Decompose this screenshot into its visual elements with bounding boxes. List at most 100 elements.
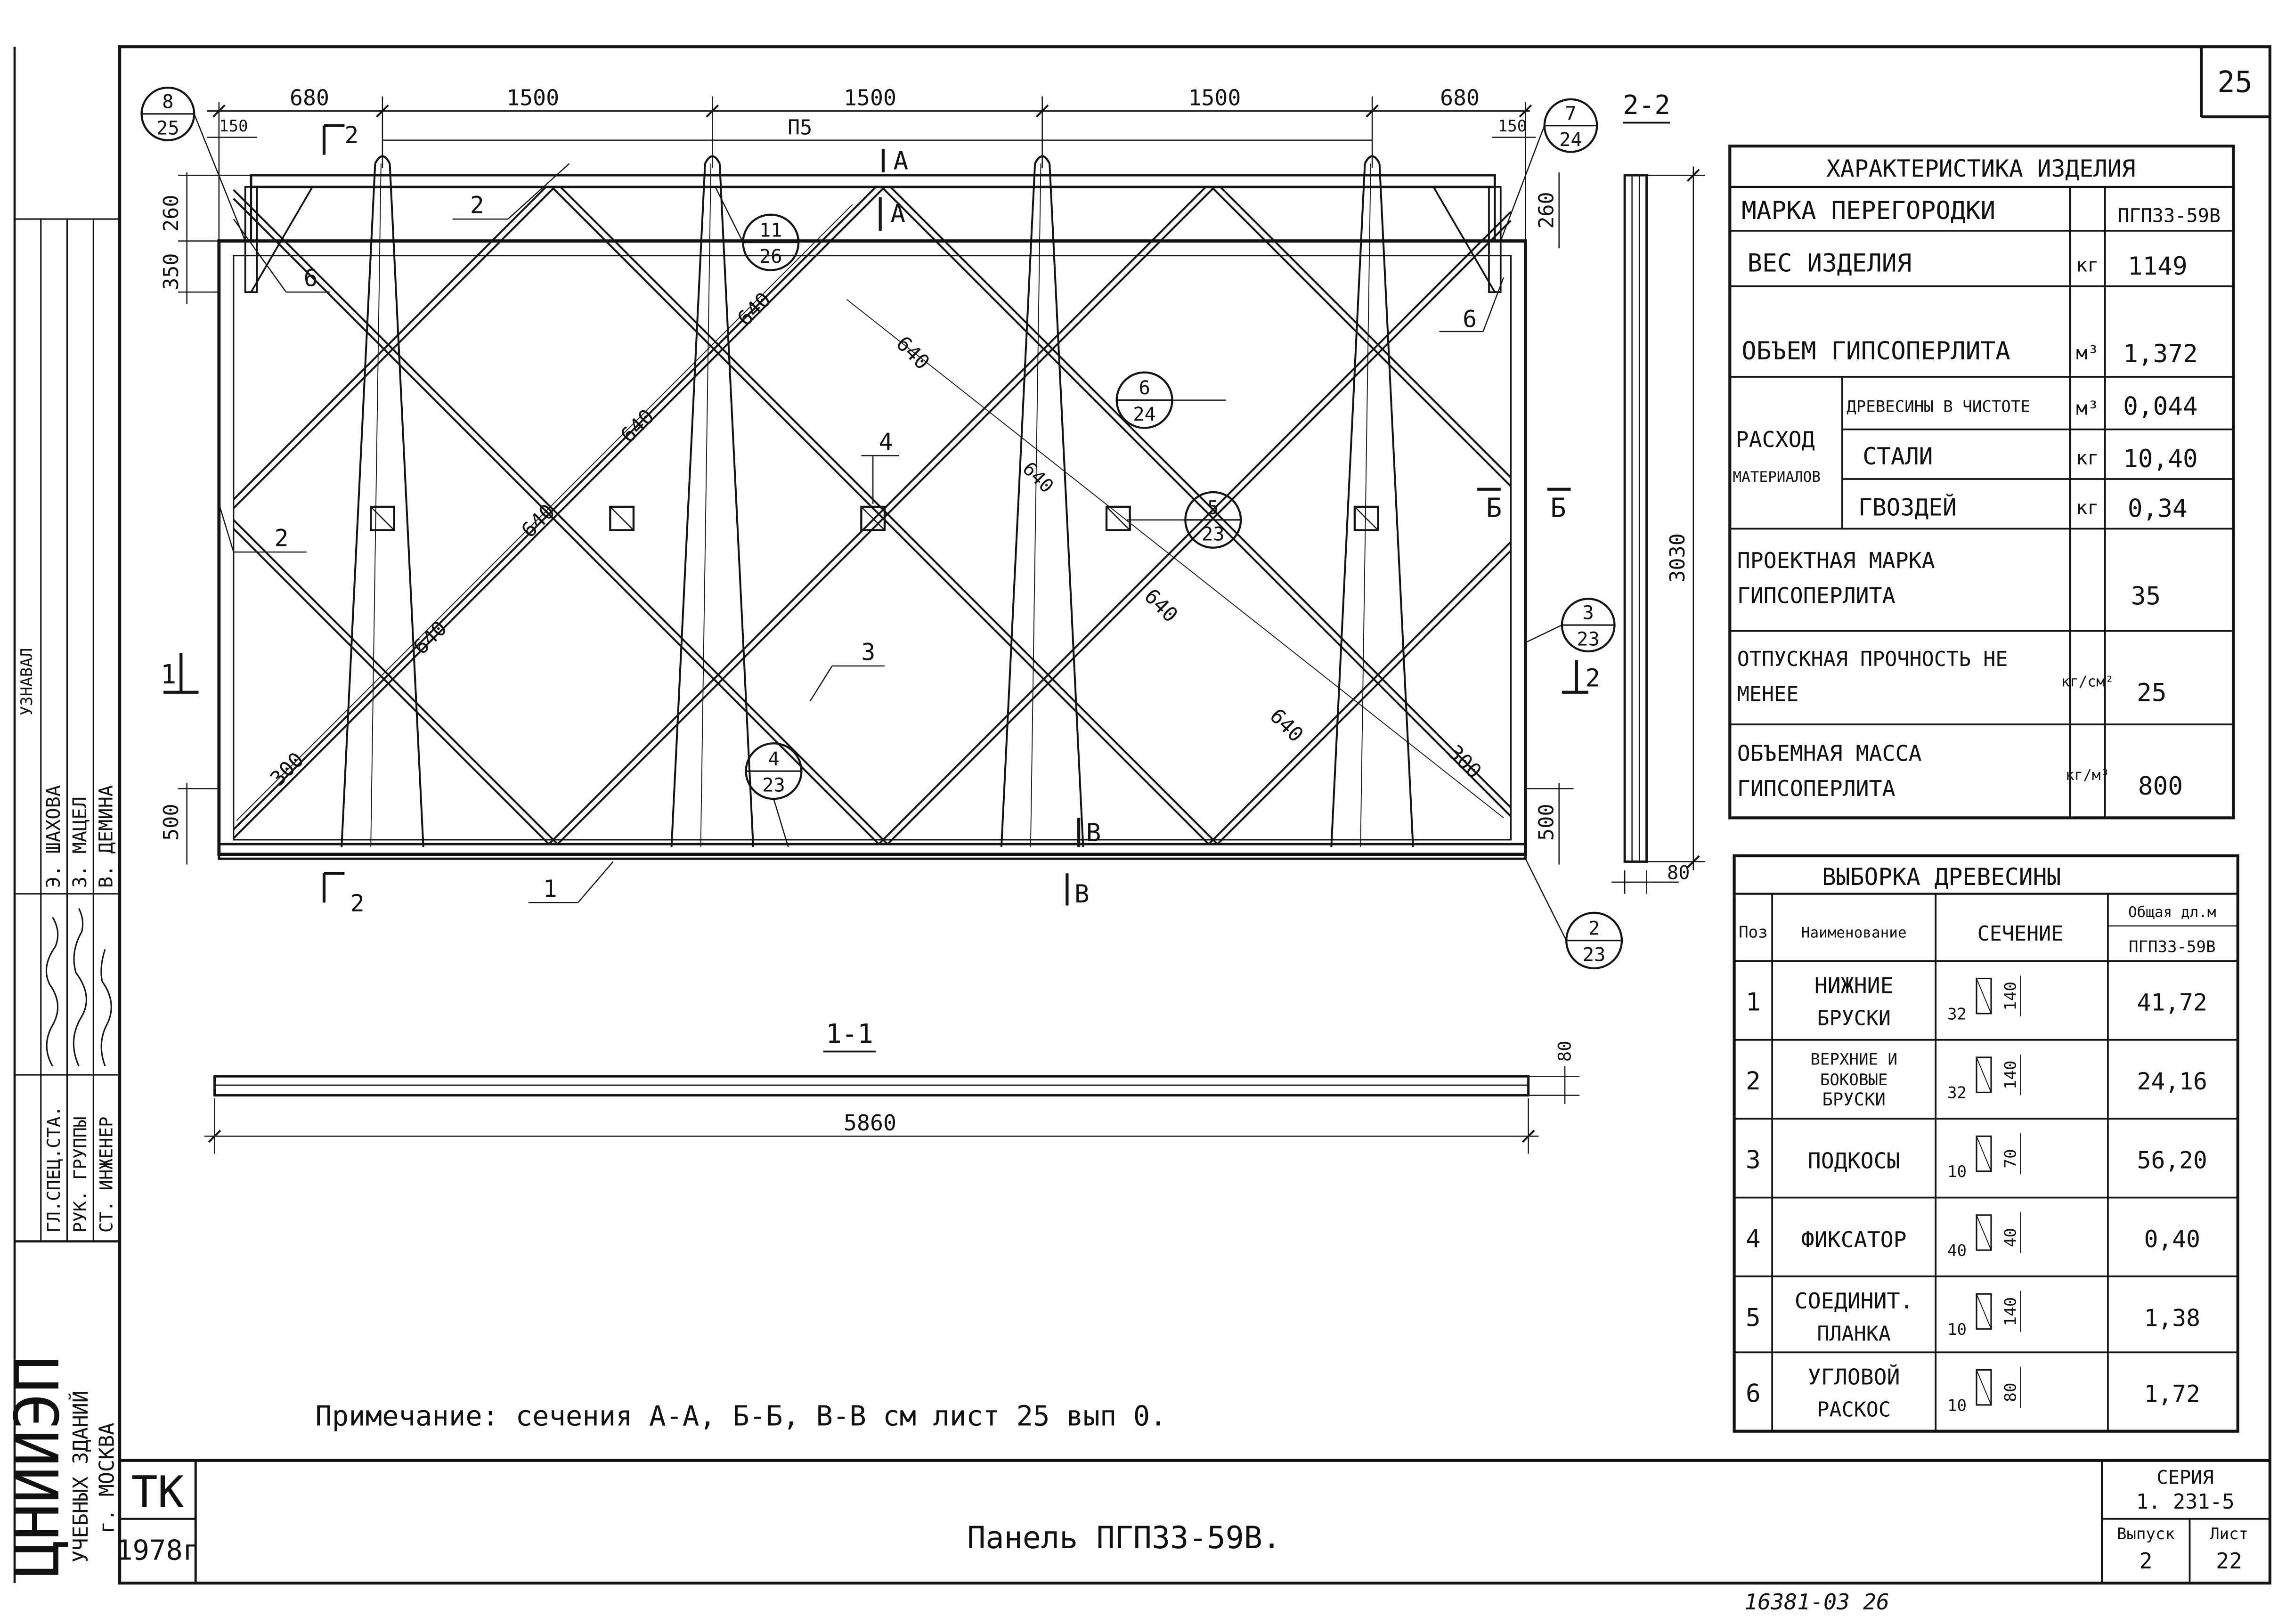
- dim-left-260: 260: [160, 195, 183, 232]
- callout-3-23: 3 23: [1525, 598, 1616, 653]
- timber-name-1: УГЛОВОЙ: [1808, 1364, 1900, 1389]
- pos-label-3: 3: [861, 639, 875, 666]
- timber-section-width: 32: [1947, 1084, 1967, 1103]
- pos-label-2-left: 2: [275, 525, 289, 552]
- section-2-marker-right: 2: [1585, 664, 1600, 692]
- timber-section-width: 32: [1947, 1005, 1967, 1023]
- section-B-right: Б: [1550, 493, 1566, 524]
- svg-text:кг: кг: [2076, 496, 2099, 519]
- svg-text:23: 23: [1577, 628, 1600, 650]
- left-strip: УЗНАВАЛ ГЛ.СПЕЦ.СТА. РУК. ГРУППЫ СТ. ИНЖ…: [1, 47, 121, 1583]
- timber-section-width: 10: [1947, 1320, 1967, 1339]
- pos-label-6-right: 6: [1463, 306, 1477, 333]
- diag-dim-5: 640: [891, 332, 934, 374]
- diag-dim-6: 640: [1018, 457, 1058, 497]
- svg-text:24: 24: [1559, 129, 1582, 151]
- role-2: РУК. ГРУППЫ: [70, 1117, 90, 1233]
- dim-150-right: 150: [1498, 117, 1527, 136]
- timber-section-width: 10: [1947, 1162, 1967, 1181]
- diag-dim-8: 640: [1265, 704, 1308, 747]
- panel-plan: 680 1500 1500 1500 680 150 150 П5 260 35…: [140, 85, 1623, 969]
- svg-text:м³: м³: [2076, 342, 2099, 364]
- svg-text:ПГП33-59В: ПГП33-59В: [2129, 938, 2216, 957]
- svg-text:ДРЕВЕСИНЫ В ЧИСТОТЕ: ДРЕВЕСИНЫ В ЧИСТОТЕ: [1847, 397, 2030, 416]
- timber-name-2: БОКОВЫЕ: [1820, 1071, 1888, 1089]
- dim-top-680-left: 680: [290, 85, 329, 110]
- dim-right-500: 500: [1535, 804, 1558, 841]
- timber-name-1: СОЕДИНИТ.: [1795, 1288, 1913, 1314]
- svg-text:7: 7: [1565, 102, 1576, 124]
- svg-text:Поз: Поз: [1739, 923, 1768, 942]
- timber-pos: 6: [1746, 1380, 1761, 1408]
- signature-2: [73, 908, 87, 1067]
- hanger-rods: [341, 155, 1414, 847]
- timber-name-1: ФИКСАТОР: [1801, 1227, 1907, 1252]
- timber-name-2: РАСКОС: [1817, 1398, 1891, 1422]
- diag-dim-4: 640: [409, 617, 452, 659]
- issue-label: Выпуск: [2117, 1525, 2175, 1543]
- svg-text:ГВОЗДЕЙ: ГВОЗДЕЙ: [1858, 494, 1957, 521]
- svg-text:кг: кг: [2076, 254, 2099, 276]
- timber-pos: 3: [1746, 1146, 1761, 1175]
- dim-top-1500-c: 1500: [1188, 85, 1241, 110]
- institute-sub-2: г. МОСКВА: [96, 1423, 119, 1534]
- issue-number: 2: [2140, 1548, 2153, 1574]
- role-1: ГЛ.СПЕЦ.СТА.: [43, 1106, 64, 1233]
- callout-11-26: 11 26: [715, 187, 800, 271]
- timber-name-1: НИЖНИЕ: [1814, 973, 1894, 998]
- section-1-1-length: 5860: [844, 1110, 896, 1136]
- callout-2-23: 2 23: [1525, 858, 1623, 969]
- callout-8-25: 8 25: [140, 86, 246, 242]
- timber-section-height: 70: [2001, 1149, 2020, 1169]
- svg-text:м³: м³: [2076, 398, 2099, 420]
- sheet-number: 22: [2216, 1548, 2242, 1574]
- svg-text:5: 5: [1207, 496, 1219, 519]
- sheet-label: Лист: [2210, 1525, 2248, 1543]
- timber-section-height: 80: [2001, 1383, 2020, 1402]
- timber-length: 1,38: [2144, 1304, 2200, 1332]
- timber-name-1: ПОДКОСЫ: [1808, 1148, 1900, 1174]
- dim-hanger-span: П5: [788, 116, 812, 139]
- characteristics-table: ХАРАКТЕРИСТИКА ИЗДЕЛИЯ МАРКА ПЕРЕГОРОДКИ…: [1728, 144, 2235, 820]
- drawing-title: Панель ПГП33-59В.: [967, 1520, 1281, 1556]
- svg-text:23: 23: [1202, 523, 1225, 545]
- dim-top-1500-b: 1500: [844, 85, 896, 110]
- dim-top-680-right: 680: [1440, 85, 1480, 110]
- svg-text:1149: 1149: [2128, 252, 2188, 281]
- svg-text:6: 6: [1139, 377, 1150, 399]
- top-strip-text: УЗНАВАЛ: [17, 648, 36, 716]
- timber-pos: 4: [1746, 1225, 1761, 1253]
- timber-name-1: ВЕРХНИЕ И: [1810, 1050, 1897, 1069]
- svg-text:23: 23: [762, 774, 785, 796]
- org-code: ТК: [131, 1467, 184, 1518]
- institute-name: ЦНИИЭП: [1, 1356, 73, 1577]
- callout-5-23: 5 23: [1127, 491, 1242, 549]
- svg-text:кг/см²: кг/см²: [2061, 673, 2114, 690]
- series-number: 1. 231-5: [2136, 1490, 2235, 1514]
- dim-right-260: 260: [1535, 192, 1558, 228]
- institute-sub-1: УЧЕБНЫХ ЗДАНИЙ: [69, 1390, 93, 1563]
- svg-text:1,372: 1,372: [2123, 340, 2198, 368]
- dim-top-1500-a: 1500: [506, 85, 559, 110]
- svg-text:ХАРАКТЕРИСТИКА ИЗДЕЛИЯ: ХАРАКТЕРИСТИКА ИЗДЕЛИЯ: [1826, 155, 2135, 182]
- section-1-1: 1-1 5860 80: [204, 1019, 1580, 1154]
- timber-name-2: БРУСКИ: [1817, 1007, 1891, 1031]
- svg-text:СЕЧЕНИЕ: СЕЧЕНИЕ: [1977, 922, 2064, 946]
- timber-table: ВЫБОРКА ДРЕВЕСИНЫ Поз Наименование СЕЧЕН…: [1733, 854, 2239, 1433]
- pos-label-1: 1: [543, 875, 557, 902]
- svg-text:11: 11: [759, 219, 782, 241]
- timber-pos: 1: [1746, 988, 1761, 1017]
- svg-text:2-2: 2-2: [1623, 90, 1670, 121]
- svg-text:РАСХОД: РАСХОД: [1736, 427, 1815, 452]
- svg-text:0,044: 0,044: [2123, 392, 2198, 421]
- pos-label-6-left: 6: [304, 265, 318, 292]
- svg-text:кг: кг: [2076, 447, 2099, 469]
- section-A-top: А: [894, 147, 909, 176]
- svg-text:ПГП33-59В: ПГП33-59В: [2118, 204, 2221, 227]
- pos-label-4: 4: [879, 428, 893, 455]
- svg-text:8: 8: [162, 90, 173, 113]
- timber-length: 41,72: [2137, 989, 2207, 1016]
- archive-stamp: 16381-03 26: [1744, 1589, 1889, 1615]
